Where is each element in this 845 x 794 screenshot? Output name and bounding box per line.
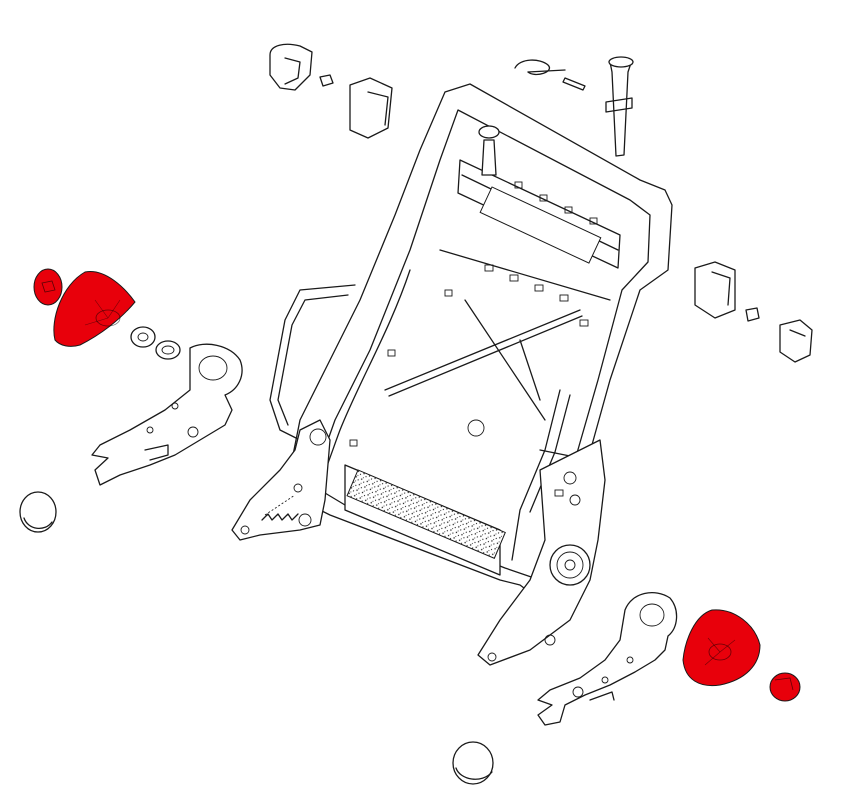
left-recliner-arm bbox=[91, 343, 243, 486]
right-recliner-arm bbox=[537, 592, 678, 726]
small-pin bbox=[562, 77, 586, 91]
left-recliner-knob bbox=[53, 271, 136, 347]
frame-slots bbox=[349, 181, 598, 447]
right-end-cap bbox=[452, 741, 494, 785]
small-clip-top-left bbox=[319, 74, 334, 87]
right-hinge-bracket bbox=[477, 439, 606, 666]
left-end-cap bbox=[19, 491, 57, 533]
left-hinge-bracket bbox=[231, 419, 331, 541]
gear bbox=[549, 544, 591, 586]
right-knob-cap bbox=[769, 672, 801, 702]
headrest-guide-sleeve-left bbox=[349, 77, 393, 139]
headrest-guide-cap-right bbox=[779, 319, 813, 363]
left-washer bbox=[130, 326, 156, 348]
left-bushing bbox=[155, 340, 181, 360]
tension-spring bbox=[261, 513, 299, 521]
upper-padding-strip bbox=[479, 186, 602, 264]
seat-back-frame bbox=[269, 83, 673, 601]
right-recliner-knob bbox=[682, 609, 761, 687]
small-clip-right bbox=[745, 307, 760, 322]
release-handle-rod bbox=[605, 56, 634, 157]
headrest-guide-cap bbox=[269, 43, 313, 91]
headrest-guide-sleeve-right bbox=[694, 261, 736, 319]
left-knob-cap bbox=[33, 268, 63, 306]
lower-padding-strip bbox=[346, 469, 506, 559]
wire-clip bbox=[514, 59, 566, 76]
